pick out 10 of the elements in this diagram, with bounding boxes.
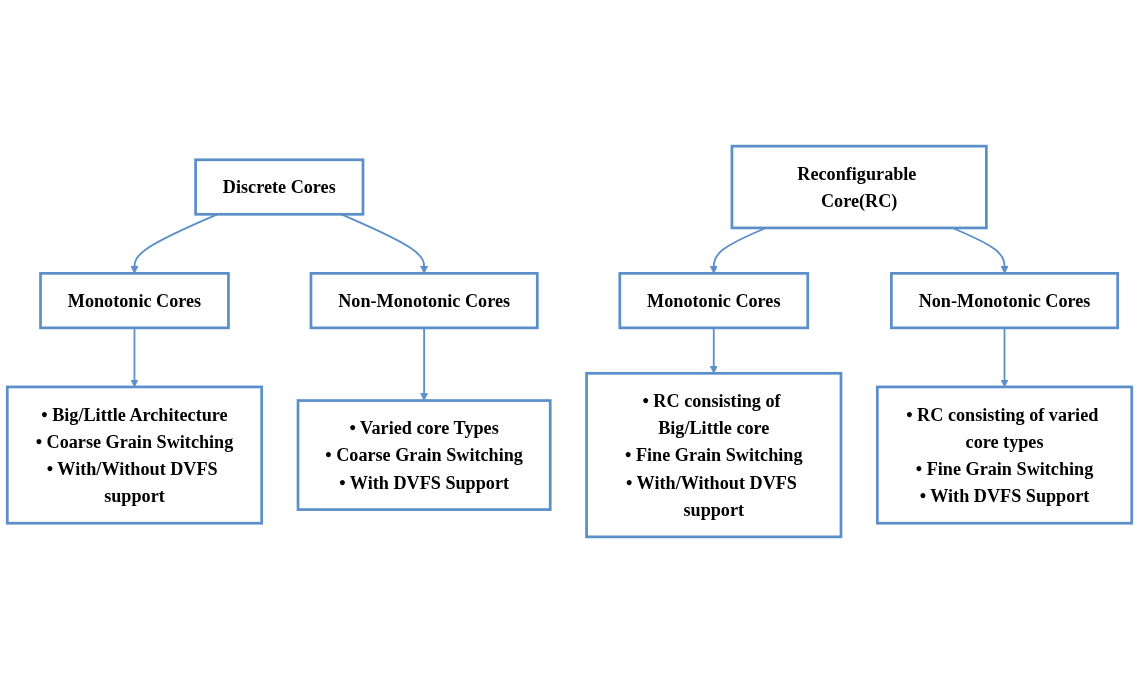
node-box: Reconfigurable Core(RC) [730,144,988,230]
node-box: Monotonic Cores [39,272,230,330]
node-box: Monotonic Cores [618,272,810,330]
node-box: • Big/Little Architecture • Coarse Grain Switching • With/Without DVFS support [5,385,264,525]
node-box: • RC consisting of Big/Little core • Fine Grain Switching • With/Without DVFS support [585,371,843,539]
node-box: Non-Monotonic Cores [309,272,539,330]
node-box: • RC consisting of varied core types • Fine Grain Switching • With DVFS Support [875,385,1134,525]
node-box: • Varied core Types • Coarse Grain Switching • With DVFS Support [296,399,552,511]
node-box: Non-Monotonic Cores [890,272,1120,330]
node-box: Discrete Cores [194,158,365,216]
